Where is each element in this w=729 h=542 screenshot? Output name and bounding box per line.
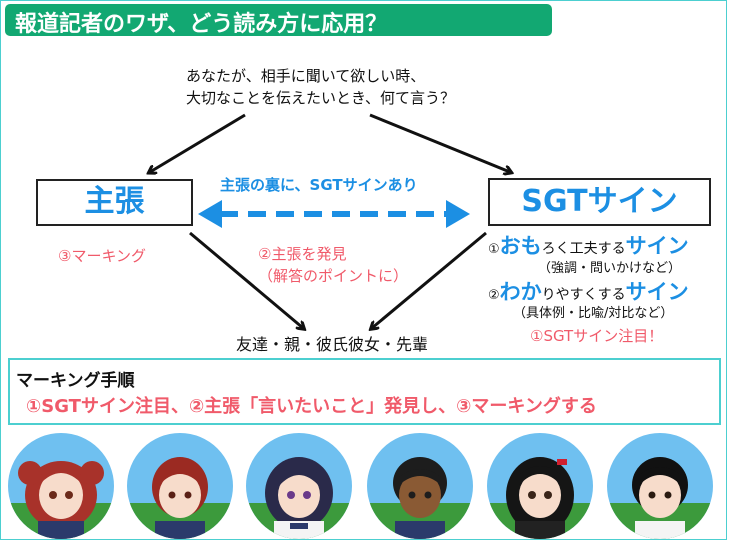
avatar-navy-hair-girl [246,433,352,539]
claim-label: 主張 [84,184,145,219]
title-bar: 報道記者のワザ、どう読み方に応用？ [5,4,552,37]
avatar-red-hair-boy [127,433,233,539]
find-claim-line-1: ②主張を発見 [258,245,347,263]
arrow-to-claim [150,113,246,172]
sgt-sign-label: SGTサイン [521,184,678,219]
dashed-arrow-head-left [198,200,222,228]
arrow-sgt-to-audience [372,231,487,328]
page-title: 報道記者のワザ、どう読み方に応用？ [15,12,388,37]
avatar-black-hair-girl [487,433,593,539]
sign-2-examples: （具体例・比喩/対比など） [513,306,674,321]
audience-text: 友達・親・彼氏彼女・先輩 [236,335,429,354]
procedure-box: マーキング手順 ①SGTサイン注目、②主張「言いたいこと」発見し、③マーキングす… [8,358,721,425]
sgt-sign-box: SGTサイン [488,178,711,226]
find-claim-line-2: （解答のポイントに） [258,267,409,285]
sign-2-sign: サイン [625,280,689,304]
question-text: あなたが、相手に聞いて欲しい時、 大切なことを伝えたいとき、何て言う？ [186,65,455,109]
sign-1-keyword: おも [499,234,542,258]
sign-1-middle: ろく工夫する [541,241,626,257]
avatar-black-hair-boy [607,433,713,539]
procedure-steps: ①SGTサイン注目、②主張「言いたいこと」発見し、③マーキングする [26,396,597,417]
marking-note: ③マーキング [58,247,146,265]
dashed-arrow-head-right [446,200,470,228]
question-line-2: 大切なことを伝えたいとき、何て言う？ [186,89,455,107]
sign-1-examples: （強調・問いかけなど） [538,261,682,276]
avatar-red-twintails [8,433,114,539]
question-line-1: あなたが、相手に聞いて欲しい時、 [186,67,426,85]
find-claim-note: ②主張を発見 （解答のポイントに） [258,243,408,287]
arrow-claim-to-audience [189,231,303,328]
behind-label: 主張の裏に、SGTサインあり [220,176,418,194]
avatar-tan-boy [367,433,473,539]
arrow-to-sgt [369,113,510,172]
sign-2-number: ② [488,288,500,303]
sign-2-keyword: わか [499,280,542,304]
sign-2: ②わかりやすくするサイン [488,276,689,306]
sign-1-sign: サイン [625,234,689,258]
sign-1-number: ① [488,242,500,257]
sign-1: ①おもろく工夫するサイン [488,230,689,260]
claim-box: 主張 [36,179,193,226]
sgt-note: ①SGTサイン注目！ [530,327,664,345]
procedure-title: マーキング手順 [16,371,135,391]
sign-2-middle: りやすくする [541,287,626,303]
